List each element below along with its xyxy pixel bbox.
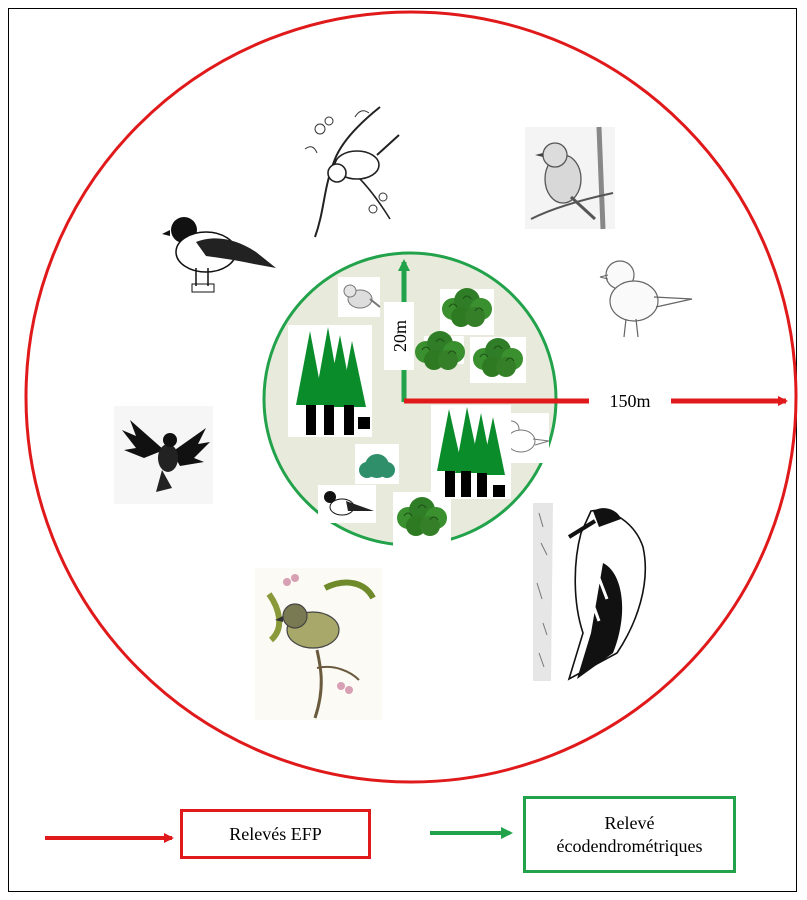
shrub-icon xyxy=(393,492,451,550)
outer-radius-label: 150m xyxy=(609,391,650,411)
shrub-icon xyxy=(440,288,494,335)
legend-eco-box: Relevé écodendrométriques xyxy=(523,796,736,873)
legend-efp-label: Relevés EFP xyxy=(229,824,322,845)
conifer-trees-icon xyxy=(288,325,372,437)
flycatcher-sketch-icon xyxy=(525,127,615,229)
small-bullfinch-icon xyxy=(318,485,376,523)
legend-efp-box: Relevés EFP xyxy=(180,809,371,859)
bird-on-branch-sketch-icon xyxy=(295,99,407,239)
woodpecker-icon xyxy=(533,503,661,681)
legend-eco-label-line1: Relevé xyxy=(557,812,703,835)
bullfinch-icon xyxy=(156,208,280,296)
inner-radius-label: 20m xyxy=(390,320,410,352)
robin-sketch-icon xyxy=(596,253,696,343)
conifer-trees-icon xyxy=(431,405,511,499)
small-shrub-icon xyxy=(355,444,399,484)
shrub-icon xyxy=(470,337,526,383)
legend-eco-label-line2: écodendrométriques xyxy=(557,835,703,858)
flying-tit-icon xyxy=(114,406,213,504)
small-bird-icon xyxy=(338,277,380,317)
warbler-on-branch-icon xyxy=(255,568,382,720)
